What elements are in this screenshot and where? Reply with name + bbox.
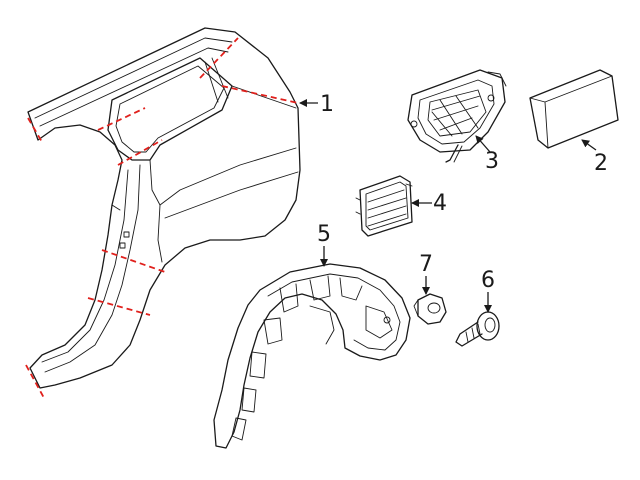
cut-line bbox=[25, 364, 45, 399]
cut-line bbox=[27, 117, 43, 143]
vent-grille bbox=[355, 175, 413, 237]
quarter-panel bbox=[27, 27, 301, 389]
cut-line bbox=[221, 85, 299, 104]
leader-line-2 bbox=[581, 139, 597, 151]
callout-labels: 1 2 3 4 5 7 6 bbox=[317, 92, 608, 293]
cut-line bbox=[199, 37, 239, 79]
fuel-door bbox=[529, 69, 619, 149]
callout-4: 4 bbox=[433, 191, 447, 216]
wheel-liner bbox=[213, 263, 411, 449]
leader-line-3 bbox=[475, 135, 491, 153]
leader-lines bbox=[299, 99, 597, 313]
clip bbox=[413, 293, 447, 325]
callout-2: 2 bbox=[594, 151, 608, 176]
callout-6: 6 bbox=[481, 268, 495, 293]
callout-1: 1 bbox=[320, 92, 334, 117]
callout-3: 3 bbox=[485, 149, 499, 174]
cut-line bbox=[87, 297, 151, 316]
callout-5: 5 bbox=[317, 222, 331, 247]
cut-lines bbox=[25, 37, 299, 399]
cut-line bbox=[97, 107, 146, 131]
cut-line bbox=[117, 139, 163, 166]
cut-line bbox=[101, 249, 166, 273]
callout-7: 7 bbox=[419, 252, 433, 277]
screw bbox=[455, 311, 500, 347]
